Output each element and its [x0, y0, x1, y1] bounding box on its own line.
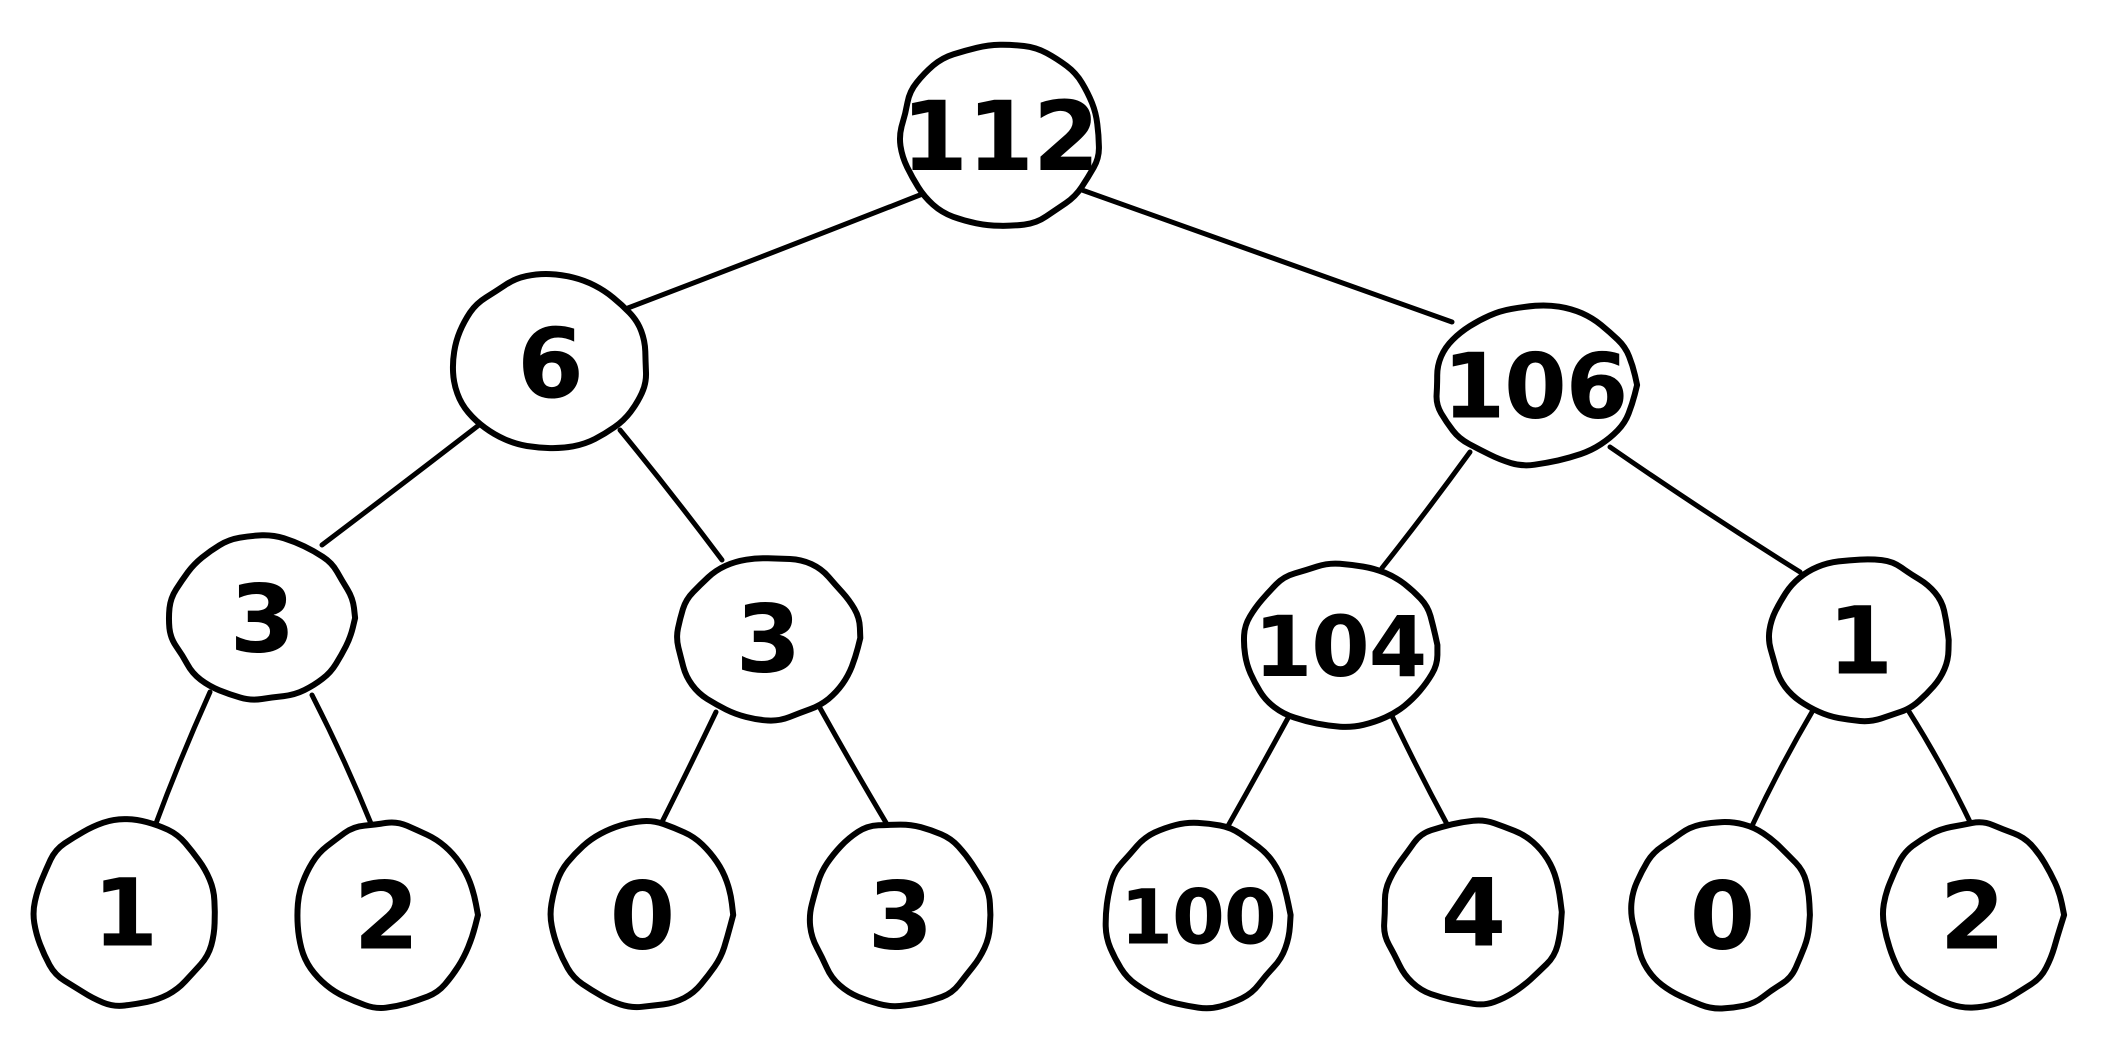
tree-edge: [625, 190, 928, 311]
tree-edge: [1079, 187, 1455, 325]
tree-node[interactable]: 4: [1381, 817, 1565, 1008]
tree-node-label: 112: [901, 81, 1098, 193]
tree-node[interactable]: 106: [1433, 302, 1641, 469]
tree-node[interactable]: 1: [30, 816, 218, 1009]
tree-node-circle: [674, 555, 864, 724]
tree-node-circle: [1240, 560, 1441, 730]
tree-node[interactable]: 112: [896, 41, 1102, 229]
tree-node-label: 0: [610, 863, 674, 972]
tree-edge: [1389, 713, 1451, 829]
tree-node-circle: [806, 821, 994, 1010]
tree-node-label: 2: [354, 863, 418, 972]
tree-node-circle: [449, 271, 650, 452]
tree-node[interactable]: 3: [806, 821, 994, 1010]
tree-edges-layer: [152, 187, 1975, 829]
tree-edge: [319, 422, 482, 548]
tree-node-circle: [30, 816, 218, 1009]
tree-node[interactable]: 0: [547, 818, 737, 1011]
tree-node-label: 6: [517, 308, 583, 420]
tree-node-circle: [1879, 819, 2068, 1011]
tree-node-circle: [1628, 819, 1813, 1012]
tree-node-label: 104: [1254, 598, 1426, 696]
tree-node[interactable]: 2: [1879, 819, 2068, 1011]
tree-node-circle: [896, 41, 1102, 229]
tree-edge: [152, 689, 213, 829]
tree-node-circle: [294, 819, 481, 1011]
tree-edge: [1607, 444, 1803, 575]
tree-node[interactable]: 2: [294, 819, 481, 1011]
tree-edge: [1749, 709, 1815, 829]
tree-edge: [309, 692, 375, 829]
tree-node-label: 100: [1120, 873, 1276, 962]
tree-node-label: 2: [1940, 863, 2004, 972]
tree-edge: [1225, 715, 1291, 829]
tree-node-label: 1: [1828, 588, 1892, 697]
tree-node-label: 3: [230, 566, 294, 675]
tree-node[interactable]: 1: [1765, 556, 1952, 725]
tree-edge: [617, 427, 725, 563]
tree-node-circle: [1381, 817, 1565, 1008]
tree-edge: [1905, 707, 1975, 829]
tree-edge: [1379, 449, 1473, 571]
tree-node-label: 4: [1441, 860, 1505, 969]
tree-node[interactable]: 104: [1240, 560, 1441, 730]
tree-node-circle: [1102, 819, 1294, 1012]
tree-node[interactable]: 3: [674, 555, 864, 724]
tree-node-circle: [547, 818, 737, 1011]
tree-node[interactable]: 100: [1102, 819, 1294, 1012]
tree-node-label: 3: [736, 586, 800, 695]
tree-node-circle: [1765, 556, 1952, 725]
tree-node-label: 3: [868, 863, 932, 972]
tree-node[interactable]: 3: [165, 532, 359, 703]
tree-node[interactable]: 0: [1628, 819, 1813, 1012]
tree-node-circle: [165, 532, 359, 703]
tree-node-label: 0: [1690, 863, 1754, 972]
tree-node-label: 1: [93, 860, 157, 969]
tree-node-circle: [1433, 302, 1641, 469]
tree-node[interactable]: 6: [449, 271, 650, 452]
tree-node-label: 106: [1443, 335, 1628, 440]
tree-edge: [817, 705, 891, 829]
tree-edge: [657, 709, 719, 829]
